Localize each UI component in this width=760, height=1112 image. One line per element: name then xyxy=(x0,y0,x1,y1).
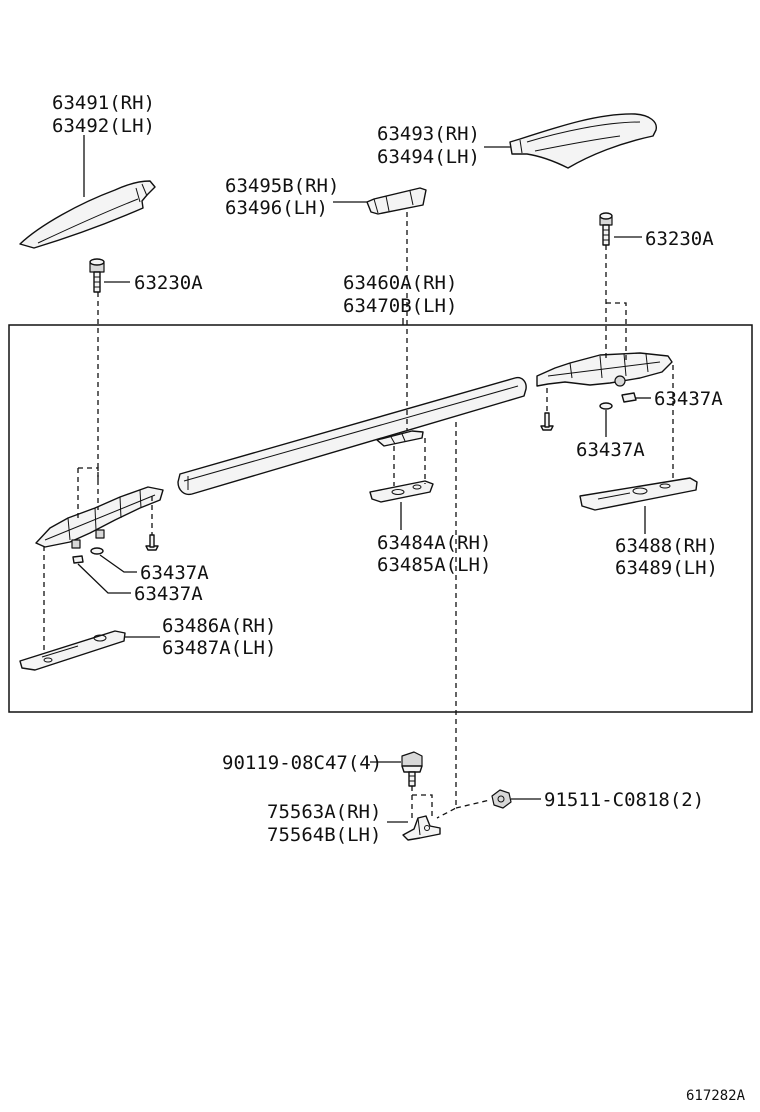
rail-bracket-right[interactable] xyxy=(536,352,673,387)
diagram-reference-code: 617282A xyxy=(686,1088,746,1104)
label-63494: 63494(LH) xyxy=(377,146,480,168)
roof-rail[interactable] xyxy=(177,376,527,496)
label-91511: 91511-C0818(2) xyxy=(544,789,704,811)
rail-bracket-left[interactable] xyxy=(35,486,164,549)
label-63496: 63496(LH) xyxy=(225,197,328,219)
label-63470b: 63470B(LH) xyxy=(343,295,457,317)
alignment-lines xyxy=(43,212,674,820)
label-63230a-right: 63230A xyxy=(645,228,714,250)
label-63230a-left: 63230A xyxy=(134,272,203,294)
label-90119: 90119-08C47(4) xyxy=(222,752,382,774)
label-63487a: 63487A(LH) xyxy=(162,637,276,659)
end-cover-left[interactable] xyxy=(19,180,156,249)
screw-left[interactable] xyxy=(145,534,159,551)
leader-63437a-left-1 xyxy=(99,554,137,573)
label-75564b: 75564B(LH) xyxy=(267,824,381,846)
rail-mount-bracket[interactable] xyxy=(402,815,441,841)
label-63437a-left-1: 63437A xyxy=(140,562,209,584)
label-63488: 63488(RH) xyxy=(615,535,718,557)
bolt-bottom[interactable] xyxy=(401,751,423,787)
label-75563a: 75563A(RH) xyxy=(267,801,381,823)
label-63486a: 63486A(RH) xyxy=(162,615,276,637)
screw-right[interactable] xyxy=(540,412,554,431)
clip-right-2[interactable] xyxy=(599,402,613,410)
nut-bottom[interactable] xyxy=(491,789,512,809)
base-pad-right[interactable] xyxy=(579,477,698,511)
label-63489: 63489(LH) xyxy=(615,557,718,579)
base-pad-center[interactable] xyxy=(369,480,434,503)
label-63491: 63491(RH) xyxy=(52,92,155,114)
label-63484a: 63484A(RH) xyxy=(377,532,491,554)
clip-left-2[interactable] xyxy=(72,555,84,564)
label-63495b: 63495B(RH) xyxy=(225,175,339,197)
label-63485a: 63485A(LH) xyxy=(377,554,491,576)
base-pad-left[interactable] xyxy=(19,630,126,671)
label-63437a-right-1: 63437A xyxy=(654,388,723,410)
label-63437a-left-2: 63437A xyxy=(134,583,203,605)
label-63460a: 63460A(RH) xyxy=(343,272,457,294)
label-63493: 63493(RH) xyxy=(377,123,480,145)
center-cover[interactable] xyxy=(366,187,427,215)
assembly-frame xyxy=(8,324,753,713)
clip-left-1[interactable] xyxy=(90,547,104,555)
bolt-right-top[interactable] xyxy=(599,212,613,246)
bolt-left-top[interactable] xyxy=(89,258,105,293)
label-63492: 63492(LH) xyxy=(52,115,155,137)
end-cover-right[interactable] xyxy=(509,113,657,169)
label-63437a-right-2: 63437A xyxy=(576,439,645,461)
clip-right-1[interactable] xyxy=(621,392,637,403)
leader-63437a-left-2 xyxy=(77,563,131,594)
